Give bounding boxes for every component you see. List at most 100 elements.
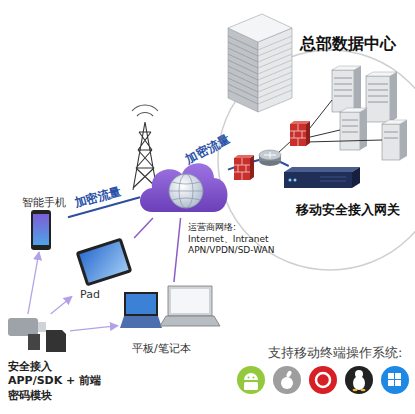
- office-building: [228, 36, 258, 104]
- office-building: [228, 28, 258, 112]
- office-building: [258, 28, 292, 112]
- os-icons: [388, 380, 394, 386]
- laptop-icon: [160, 316, 220, 326]
- os-icons: [253, 377, 255, 379]
- tablet-laptop-device: 平板/笔记本: [118, 282, 222, 358]
- phone-device: 智能手机: [20, 196, 68, 252]
- server-rack: [332, 66, 407, 160]
- datacenter-region: 总部数据中心移动安全接入网关: [216, 0, 415, 270]
- gateway-box: 移动安全接入网关: [282, 166, 412, 222]
- os-support-label: 支持移动终端操作系统:: [268, 345, 402, 362]
- usb-key-icon: [8, 318, 38, 336]
- node-label: 安全接入APP/SDK + 前端密码模块: [8, 360, 103, 403]
- carrier-cloud-shape: [140, 163, 228, 212]
- carrier-cloud-shape: [140, 163, 228, 212]
- network-wire: [278, 100, 382, 153]
- usb-key-icon: [28, 334, 40, 350]
- firewall-icon: [306, 121, 310, 146]
- firewall-icon: [234, 155, 254, 158]
- carrier-cloud-shape: [169, 174, 203, 208]
- usb-key-icon: [46, 330, 66, 352]
- os-icons: [316, 373, 330, 387]
- gateway-appliance: [284, 172, 352, 188]
- os-icons: [248, 377, 250, 379]
- carrier-cloud: 运营商网络: Internet、Intranet APN/VPDN/SD-WAN: [140, 152, 228, 218]
- os-icons: [309, 366, 337, 394]
- server-rack: [368, 84, 388, 102]
- node-label: 移动安全接入网关: [296, 202, 400, 219]
- connector-line: [70, 326, 118, 331]
- firewall-icon: [290, 124, 306, 146]
- gateway-appliance: [284, 167, 360, 172]
- server-rack: [366, 76, 390, 122]
- node-label: 总部数据中心: [300, 34, 396, 55]
- server-rack: [390, 72, 397, 122]
- connector-line: [134, 218, 153, 238]
- connector-line: [174, 218, 181, 282]
- tablet-icon: [120, 316, 162, 328]
- connector-line: [28, 252, 39, 314]
- os-icons: [345, 366, 373, 394]
- node-label: 运营商网络: Internet、Intranet APN/VPDN/SD-WAN: [188, 222, 278, 257]
- gateway-appliance: [320, 177, 346, 181]
- cell-tower: [132, 105, 158, 116]
- server-rack: [332, 70, 354, 112]
- smartphone-icon: [31, 210, 51, 250]
- crypto-module: 安全接入APP/SDK + 前端密码模块: [4, 314, 70, 398]
- laptop-icon: [168, 286, 212, 316]
- server-rack: [342, 120, 358, 132]
- server-rack: [400, 120, 407, 160]
- firewall-icon: [234, 158, 250, 180]
- server-rack: [332, 66, 361, 70]
- server-rack: [354, 66, 361, 112]
- laptop-icon: [171, 289, 209, 313]
- os-icons: [237, 366, 265, 394]
- firewall-icon: [250, 155, 254, 180]
- os-icons: [286, 370, 293, 378]
- os-icons: [237, 366, 409, 394]
- traffic-label: 加密流量: [183, 132, 233, 168]
- os-icons: [395, 373, 401, 379]
- traffic-label: 加密流量: [73, 184, 123, 211]
- office-building: [228, 14, 292, 112]
- usb-key-icon: [8, 318, 66, 352]
- pad-icon: [76, 237, 133, 286]
- smartphone-icon: [31, 210, 51, 250]
- server-rack: [360, 108, 367, 150]
- node-label: 平板/笔记本: [132, 342, 191, 356]
- firewall-icon: [290, 121, 310, 124]
- router-icon: [264, 152, 276, 158]
- router-icon: [259, 150, 281, 160]
- firewall-icon: [234, 158, 250, 180]
- server-rack: [382, 124, 400, 160]
- server-rack: [334, 78, 352, 96]
- connector-line: [51, 296, 72, 314]
- smartphone-icon: [33, 214, 49, 245]
- usb-key-icon: [38, 322, 46, 332]
- node-label: Pad: [80, 288, 100, 302]
- server-rack: [340, 112, 360, 150]
- tablet-icon: [120, 292, 162, 328]
- firewall-icon: [290, 124, 306, 146]
- os-icons: [281, 377, 293, 389]
- office-building: [228, 14, 292, 42]
- laptop-icon: [160, 286, 220, 326]
- server-rack: [384, 132, 398, 138]
- tablet-icon: [124, 292, 158, 316]
- os-icons: [244, 382, 258, 390]
- server-rack: [382, 120, 407, 124]
- server-rack: [366, 72, 397, 76]
- os-icons: [381, 366, 409, 394]
- os-icons: [273, 366, 301, 394]
- network-wire: [278, 100, 382, 153]
- os-icons: [395, 380, 401, 386]
- gateway-appliance: [289, 179, 292, 182]
- router-icon: [259, 150, 281, 166]
- server-rack: [340, 108, 367, 112]
- os-icons: [361, 389, 366, 392]
- pad-device: Pad: [72, 238, 136, 302]
- gateway-appliance: [284, 167, 360, 188]
- office-building: [258, 36, 292, 104]
